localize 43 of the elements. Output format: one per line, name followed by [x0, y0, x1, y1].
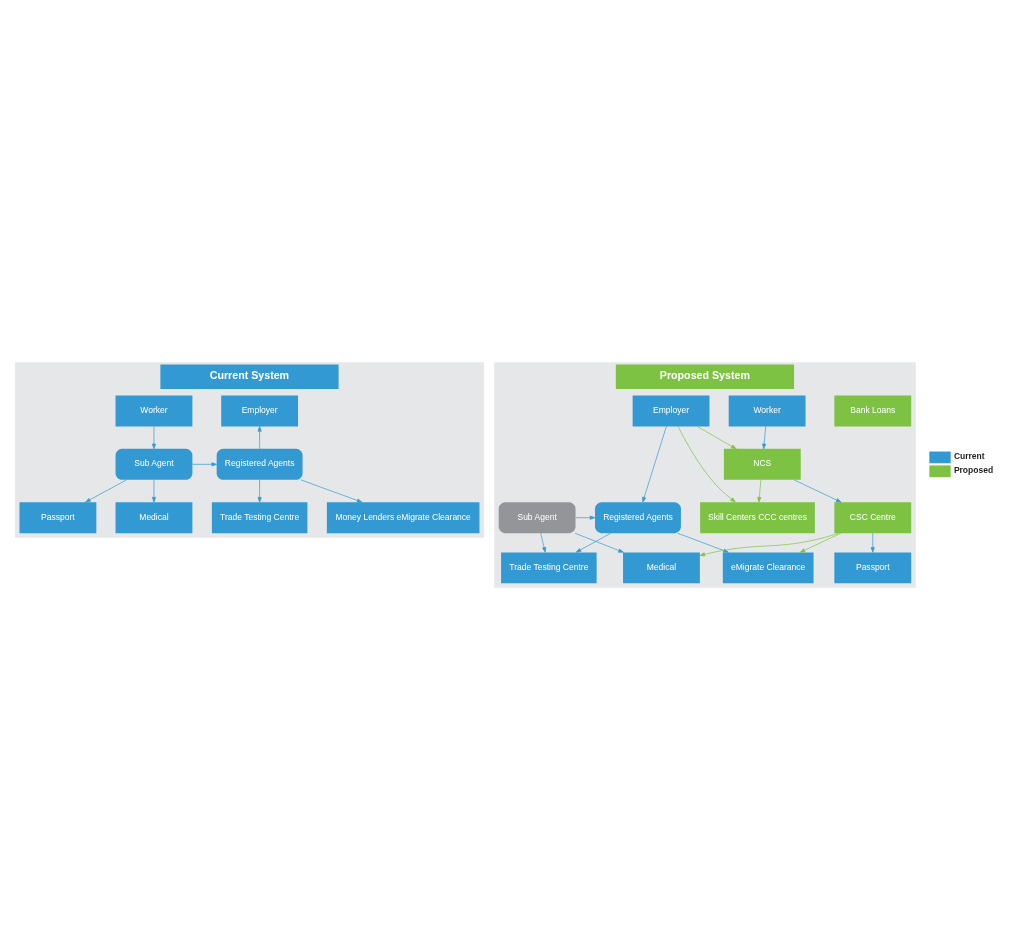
arrow: [757, 479, 762, 502]
node-box: Bank Loans: [834, 395, 912, 426]
arrow: [642, 425, 667, 502]
arrow: [696, 425, 737, 449]
arrow: [300, 479, 363, 502]
node-box: Medical: [115, 501, 193, 533]
node-box: Employer: [221, 395, 299, 426]
node-box: Trade Testing Centre: [501, 551, 597, 583]
arrow: [151, 425, 156, 449]
node-box: Passport: [19, 501, 97, 533]
node-box: Sub Agent: [115, 448, 193, 480]
node-box: Trade Testing Centre: [211, 501, 308, 533]
node-box: Worker: [728, 395, 806, 426]
arrow: [575, 515, 596, 520]
arrow: [540, 532, 547, 553]
node-box: Employer: [632, 395, 710, 426]
node-box: NCS: [723, 448, 801, 480]
arrow: [574, 532, 624, 553]
node-box: Skill Centers CCC centres: [700, 501, 815, 533]
arrow: [699, 532, 839, 556]
node-box: Money Lenders eMigrate Clearance: [326, 501, 480, 533]
arrow: [257, 425, 262, 449]
node-box: eMigrate Clearance: [722, 551, 814, 583]
arrow: [257, 479, 262, 502]
node-box: Worker: [115, 395, 193, 426]
arrow: [85, 479, 127, 502]
node-box: Registered Agents: [595, 501, 681, 533]
arrow: [192, 461, 217, 466]
node-box: Registered Agents: [216, 448, 303, 480]
legend-label: Current: [953, 450, 985, 461]
node-box: Passport: [834, 551, 912, 583]
node-box: Sub Agent: [498, 501, 576, 533]
arrow: [793, 479, 842, 502]
arrow: [677, 425, 736, 502]
arrow: [151, 479, 156, 502]
node-box: Medical: [623, 551, 700, 583]
arrow: [799, 532, 842, 553]
node-box: CSC Centre: [834, 501, 912, 533]
arrow: [762, 425, 767, 449]
arrow: [677, 532, 729, 553]
arrow: [575, 532, 612, 553]
arrow: [870, 532, 875, 553]
legend-label: Proposed: [953, 464, 994, 475]
